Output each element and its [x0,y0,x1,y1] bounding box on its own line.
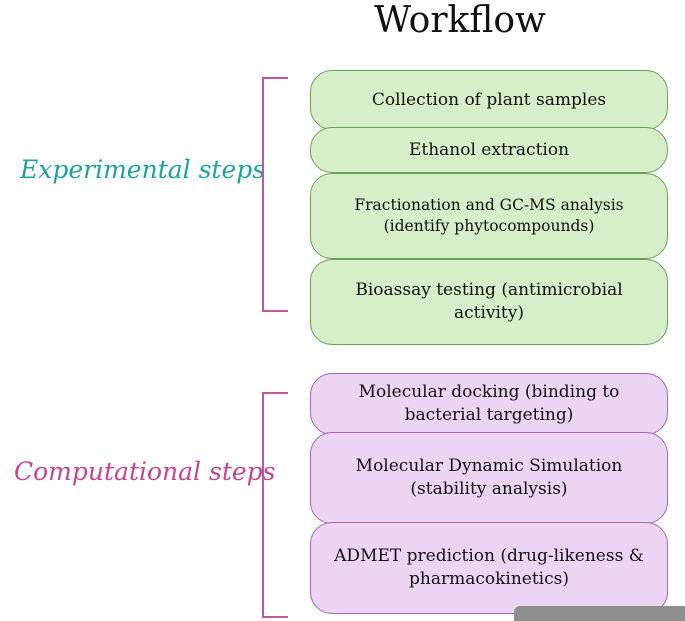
computational-steps-label: Computational steps [14,457,276,486]
step-admet-box: ADMET prediction (drug-likeness & pharma… [310,522,668,614]
computational-bracket [262,392,288,618]
step-fractionation-box: Fractionation and GC-MS analysis (identi… [310,173,668,259]
corner-overlay [514,606,685,621]
step-collection-box: Collection of plant samples [310,70,668,130]
experimental-bracket [262,77,288,312]
page-title: Workflow [374,0,546,41]
experimental-steps-label: Experimental steps [20,155,266,184]
step-extraction-box: Ethanol extraction [310,127,668,173]
step-md-simulation-box: Molecular Dynamic Simulation (stability … [310,432,668,524]
step-docking-box: Molecular docking (binding to bacterial … [310,373,668,435]
step-bioassay-box: Bioassay testing (antimicrobial activity… [310,259,668,345]
